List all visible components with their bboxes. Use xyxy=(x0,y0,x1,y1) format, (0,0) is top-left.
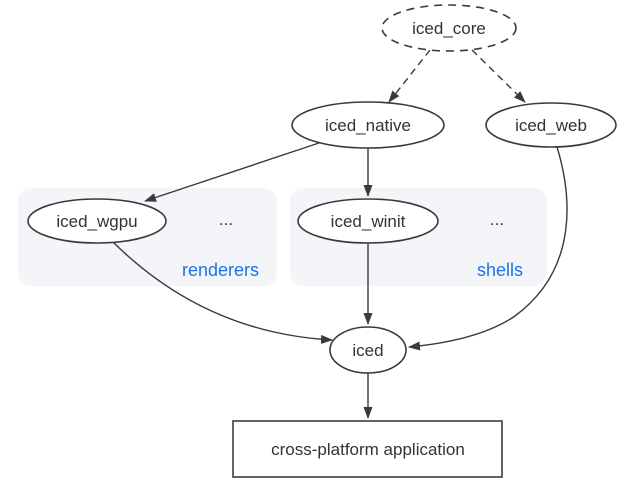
node-iced xyxy=(329,326,407,374)
node-iced-winit-label: iced_winit xyxy=(331,212,406,231)
node-iced-web xyxy=(485,102,617,148)
edge-iced-core-to-iced-native xyxy=(388,49,431,103)
edge-iced-web-to-iced xyxy=(408,146,568,351)
node-iced-core xyxy=(381,4,517,52)
shells-ellipsis: ... xyxy=(490,210,504,229)
group-shells-label: shells xyxy=(477,260,523,280)
node-iced-wgpu xyxy=(27,198,167,244)
group-renderers-label: renderers xyxy=(182,260,259,280)
edge-iced-core-to-iced-web xyxy=(471,49,526,103)
node-iced-wgpu-label: iced_wgpu xyxy=(56,212,137,231)
edge-iced-wgpu-to-iced xyxy=(112,241,333,344)
edge-iced-native-to-iced-wgpu xyxy=(144,142,320,202)
node-cross-platform-application-label: cross-platform application xyxy=(271,440,465,459)
node-iced-core-label: iced_core xyxy=(412,19,486,38)
node-iced-web-label: iced_web xyxy=(515,116,587,135)
node-iced-native xyxy=(291,101,445,149)
node-iced-native-label: iced_native xyxy=(325,116,411,135)
node-iced-label: iced xyxy=(352,341,383,360)
node-iced-winit xyxy=(297,198,439,244)
renderers-ellipsis: ... xyxy=(219,210,233,229)
node-cross-platform-application xyxy=(232,420,503,478)
